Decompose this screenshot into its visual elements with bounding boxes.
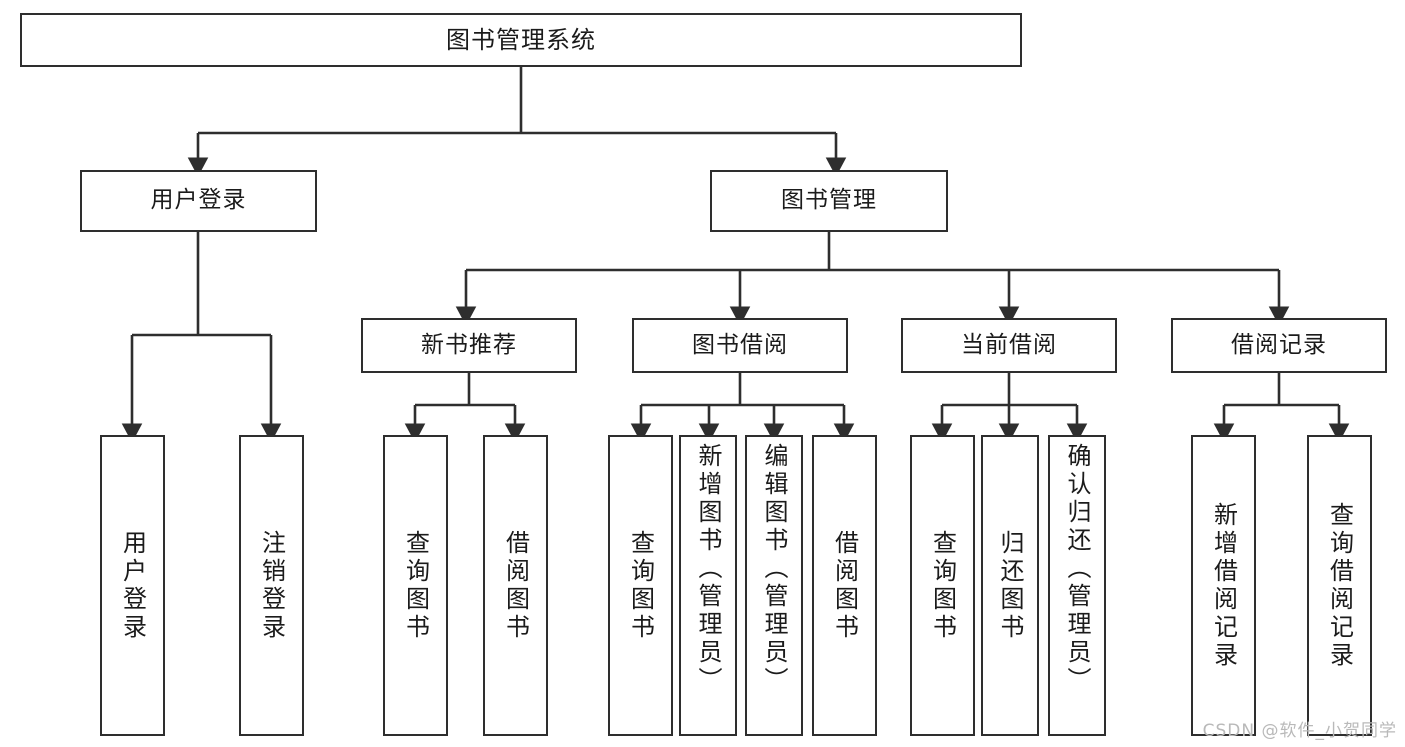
node-label: 查询图书 [401, 529, 430, 642]
node-label: 用户登录 [118, 529, 147, 642]
leaf-borrow-book[interactable]: 借阅图书 [812, 435, 877, 736]
node-label: 图书管理系统 [446, 25, 596, 54]
node-label: 新书推荐 [421, 331, 517, 358]
node-label: 借阅图书 [501, 529, 530, 642]
node-label: 新增借阅记录 [1209, 501, 1238, 670]
node-label: 用户登录 [150, 187, 247, 214]
node-label: 借阅记录 [1231, 331, 1327, 358]
node-label: 查询图书 [928, 529, 957, 642]
leaf-edit-book-admin[interactable]: 编辑图书（管理员） [745, 435, 803, 736]
node-label: 确认归还（管理员） [1063, 443, 1091, 695]
leaf-query-book-borrow[interactable]: 查询图书 [608, 435, 673, 736]
leaf-add-borrow-record[interactable]: 新增借阅记录 [1191, 435, 1256, 736]
node-label: 注销登录 [257, 529, 286, 642]
node-label: 借阅图书 [830, 529, 859, 642]
node-borrow-record[interactable]: 借阅记录 [1171, 318, 1387, 373]
node-label: 查询图书 [626, 529, 655, 642]
leaf-query-borrow-record[interactable]: 查询借阅记录 [1307, 435, 1372, 736]
node-label: 查询借阅记录 [1325, 501, 1354, 670]
node-label: 新增图书（管理员） [694, 443, 722, 695]
node-user-login[interactable]: 用户登录 [80, 170, 317, 232]
node-label: 编辑图书（管理员） [760, 443, 788, 695]
node-current-borrow[interactable]: 当前借阅 [901, 318, 1117, 373]
node-label: 归还图书 [996, 529, 1024, 642]
node-book-management-system[interactable]: 图书管理系统 [20, 13, 1022, 67]
leaf-add-book-admin[interactable]: 新增图书（管理员） [679, 435, 737, 736]
node-book-management[interactable]: 图书管理 [710, 170, 948, 232]
leaf-return-book[interactable]: 归还图书 [981, 435, 1039, 736]
leaf-query-book-current[interactable]: 查询图书 [910, 435, 975, 736]
node-new-book-recommend[interactable]: 新书推荐 [361, 318, 577, 373]
leaf-query-book-recommend[interactable]: 查询图书 [383, 435, 448, 736]
node-book-borrow[interactable]: 图书借阅 [632, 318, 848, 373]
leaf-borrow-book-recommend[interactable]: 借阅图书 [483, 435, 548, 736]
leaf-logout[interactable]: 注销登录 [239, 435, 304, 736]
node-label: 图书管理 [781, 187, 877, 214]
leaf-user-login[interactable]: 用户登录 [100, 435, 165, 736]
leaf-confirm-return-admin[interactable]: 确认归还（管理员） [1048, 435, 1106, 736]
node-label: 当前借阅 [961, 331, 1057, 358]
node-label: 图书借阅 [692, 331, 788, 358]
